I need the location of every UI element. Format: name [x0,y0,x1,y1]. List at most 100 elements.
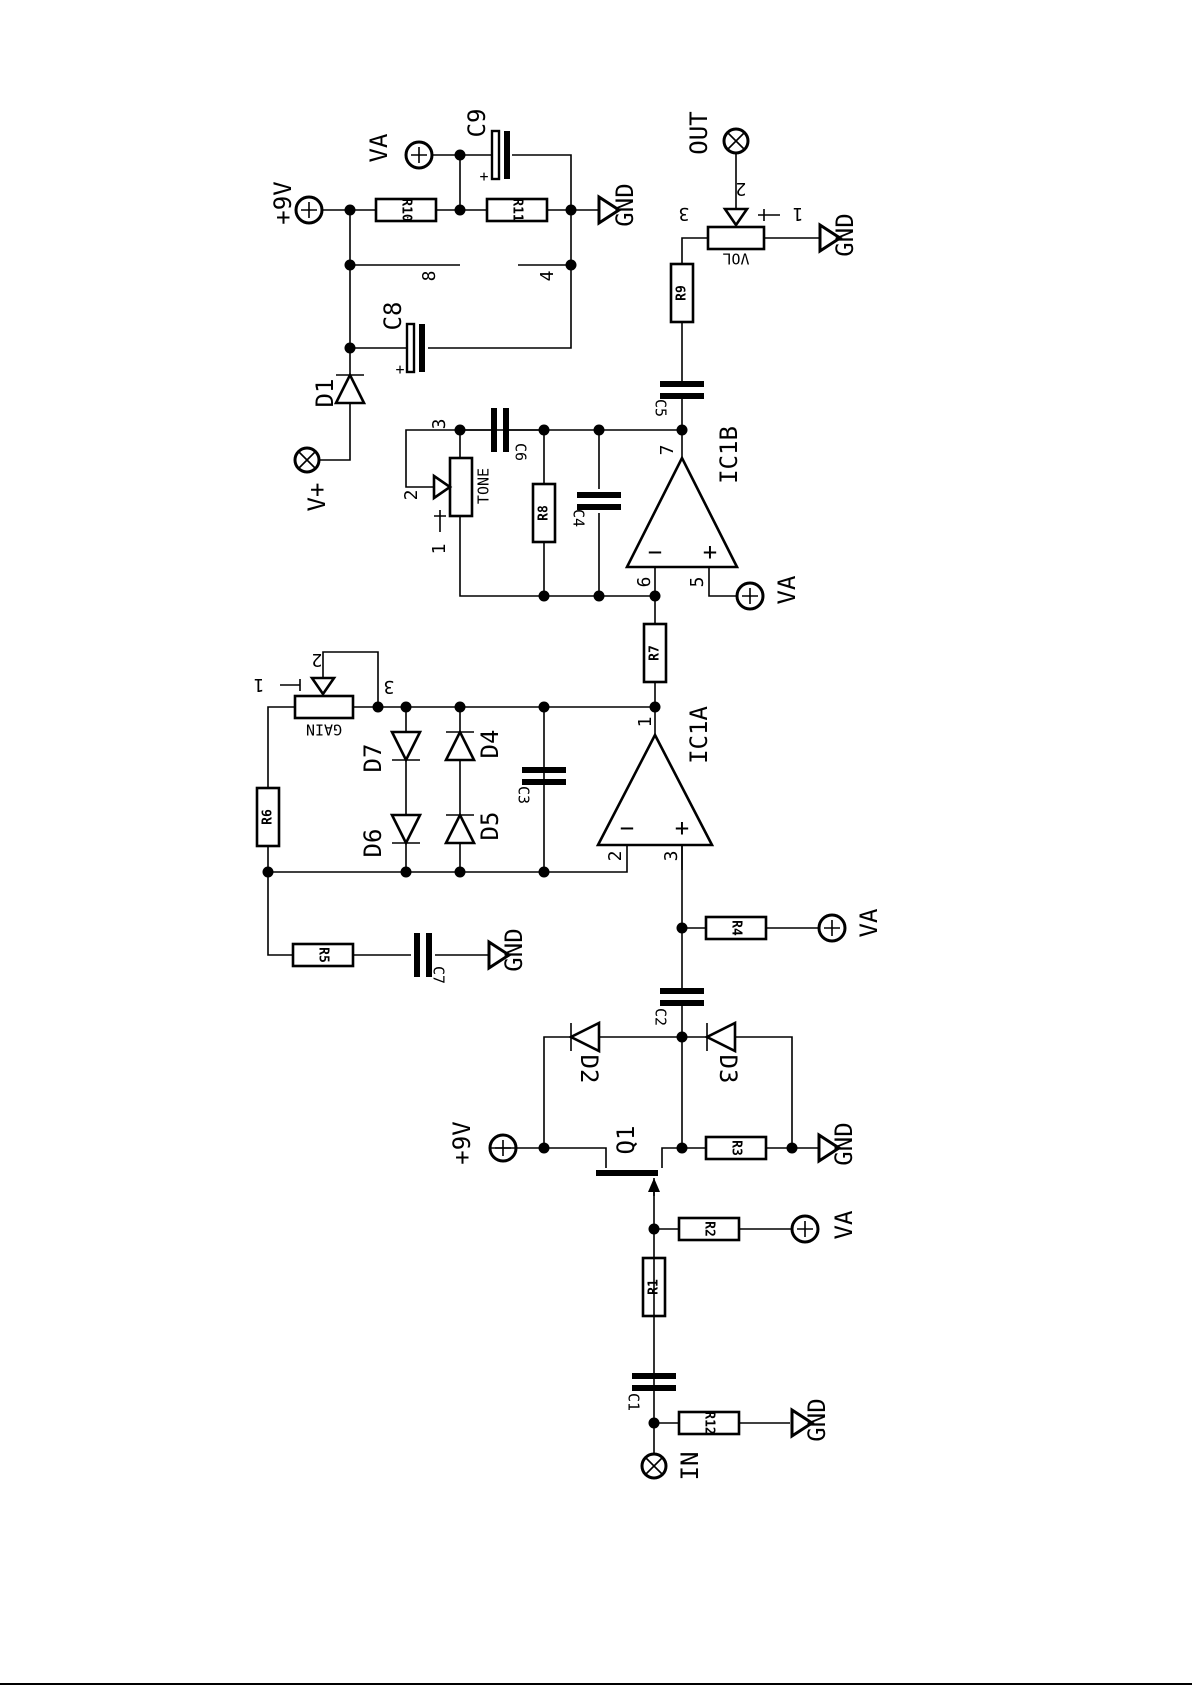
resistor-r3: R3 [706,1137,766,1159]
capacitor-label: C6 [512,443,530,461]
pot-arrow [280,679,300,691]
input-jack-icon: IN [642,1452,704,1481]
cap-plate-positive [407,324,414,372]
junction-dot [539,867,550,878]
ic1b-label: IC1B [715,426,743,484]
cap-polarity-plus: + [395,361,404,379]
capacitor-label: C1 [625,1393,643,1411]
diode-triangle [336,375,364,403]
pin-number: 1 [254,674,265,695]
resistor-r8: R8 [533,484,555,542]
ic1a-label: IC1A [685,706,713,764]
capacitor-label: C7 [430,966,448,984]
pin-number: 7 [657,445,678,456]
pot-arrow [758,209,780,221]
wire [682,238,708,265]
resistor-r5: R5 [293,944,353,966]
pin-number: 5 [687,577,708,588]
power-label: VA [855,908,883,937]
pin-number: 1 [793,203,804,224]
ground-icon: GND [820,213,859,256]
diode-triangle [446,732,474,760]
resistor-label: R7 [648,645,663,661]
power-label: +9V [448,1121,476,1164]
pin-number: 2 [401,490,422,501]
resistor-r10: R10 [376,198,436,222]
opamp-ic1b: IC1B − + [627,426,743,567]
diode-triangle [446,815,474,843]
capacitor-label: C5 [652,399,670,417]
resistor-label: R9 [675,285,690,301]
pot-wiper [725,209,747,225]
capacitor-label: C9 [463,109,491,138]
tone-label: TONE [475,468,493,504]
power-label: VA [773,575,801,604]
diode-d7: D7 [359,732,420,772]
ground-label: GND [831,213,859,256]
capacitor-label: C3 [515,786,533,804]
junction-dot [594,425,605,436]
capacitor-c2: C2 [652,991,705,1026]
q1-label: Q1 [612,1126,640,1155]
opamp-plus: + [703,538,717,566]
wire [268,845,627,872]
capacitor-label: C4 [570,509,588,527]
ground-label: GND [830,1122,858,1165]
diode-triangle [392,732,420,760]
cap-polarity-plus: + [479,168,488,186]
ground-label: GND [803,1398,831,1441]
pin-number: 8 [419,271,440,282]
capacitor-c3: C3 [515,770,567,804]
power-nine_v-icon: +9V [269,181,322,224]
ground-icon: GND [819,1122,858,1165]
resistor-label: R8 [537,505,552,521]
diode-d2: D2 [571,1023,603,1083]
diode-triangle [571,1023,599,1051]
capacitor-c9: C9 + [463,109,507,186]
output-jack-icon: OUT [685,111,748,154]
ground-label: GND [611,183,639,226]
resistor-r6: R6 [257,788,279,846]
diode-triangle [392,815,420,843]
pin-number: 2 [736,178,747,199]
capacitor-label: C2 [652,1008,670,1026]
ground-icon: GND [599,183,639,226]
diode-label: D4 [476,730,504,759]
diode-label: D3 [714,1055,742,1084]
resistor-r4: R4 [706,917,766,939]
diode-d3: D3 [707,1023,742,1083]
resistor-r9: R9 [671,264,693,322]
pot-arrow [434,510,446,532]
diode-label: D5 [476,812,504,841]
gain-label: GAIN [306,721,342,739]
pin-number: 6 [634,577,655,588]
junction-dot [401,702,412,713]
capacitor-c4: C4 [570,495,622,527]
power-va-icon: VA [792,1210,858,1242]
wire [318,403,350,460]
capacitor-c1: C1 [625,1376,677,1411]
power-va-icon: VA [365,133,432,168]
resistor-label: R12 [702,1411,717,1434]
resistor-r12: R12 [679,1411,739,1434]
ground-icon: GND [792,1398,831,1441]
power-va-icon: VA [737,575,801,609]
opamp-minus: − [648,538,662,566]
junction-dot [539,702,550,713]
diode-label: D6 [359,829,387,858]
junction-dot [539,591,550,602]
pot-wiper [434,476,450,498]
resistor-r2: R2 [679,1218,739,1240]
pin-number: 1 [635,717,656,728]
ground-icon: GND [489,928,528,971]
power-label: +9V [269,181,297,224]
resistor-label: R5 [316,947,331,963]
terminal-label: OUT [685,111,713,154]
supply-jack-icon: V+ [295,448,331,511]
potentiometer-gain: GAIN [280,678,353,739]
pin-number: 4 [537,271,558,282]
junction-dot [401,867,412,878]
power-label: VA [830,1210,858,1239]
diode-d4: D4 [446,730,504,760]
opamp-minus: − [620,814,634,842]
